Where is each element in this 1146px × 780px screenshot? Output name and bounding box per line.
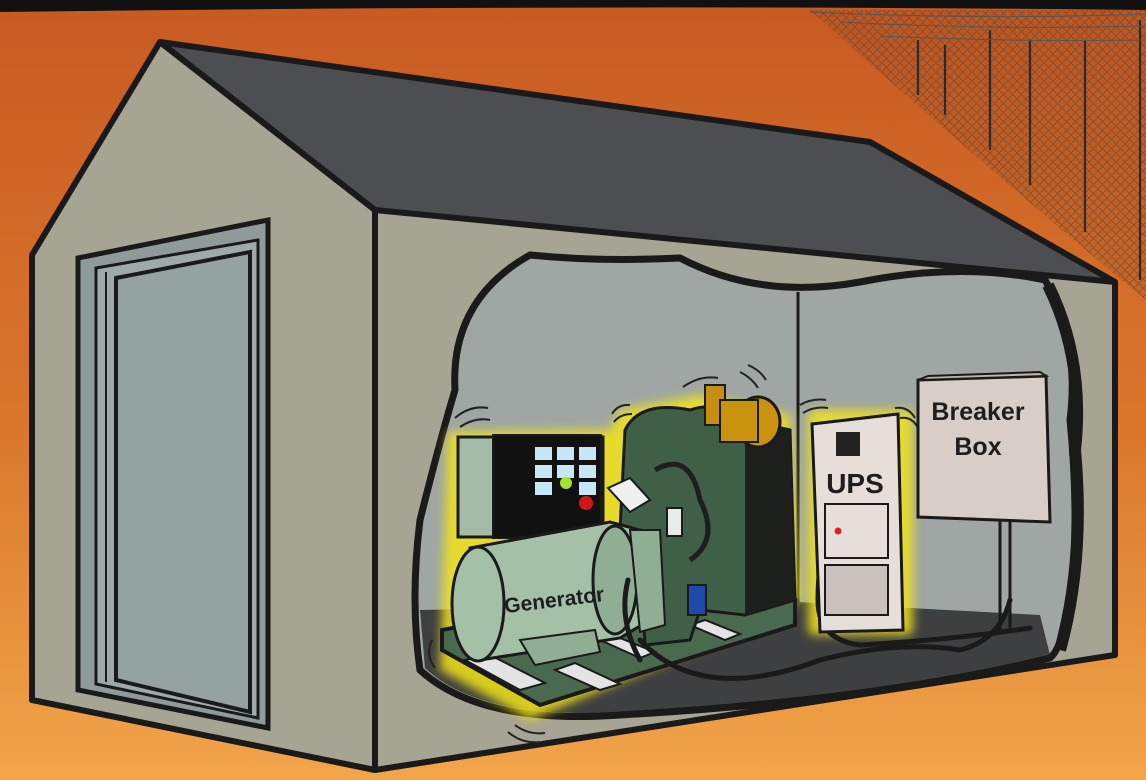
- breaker-box-icon: Breaker Box: [918, 372, 1050, 522]
- breaker-box-label-line1: Breaker: [931, 398, 1024, 426]
- shed-door: [78, 220, 268, 728]
- breaker-box-label-line2: Box: [954, 433, 1001, 461]
- ups-label: UPS: [826, 468, 884, 499]
